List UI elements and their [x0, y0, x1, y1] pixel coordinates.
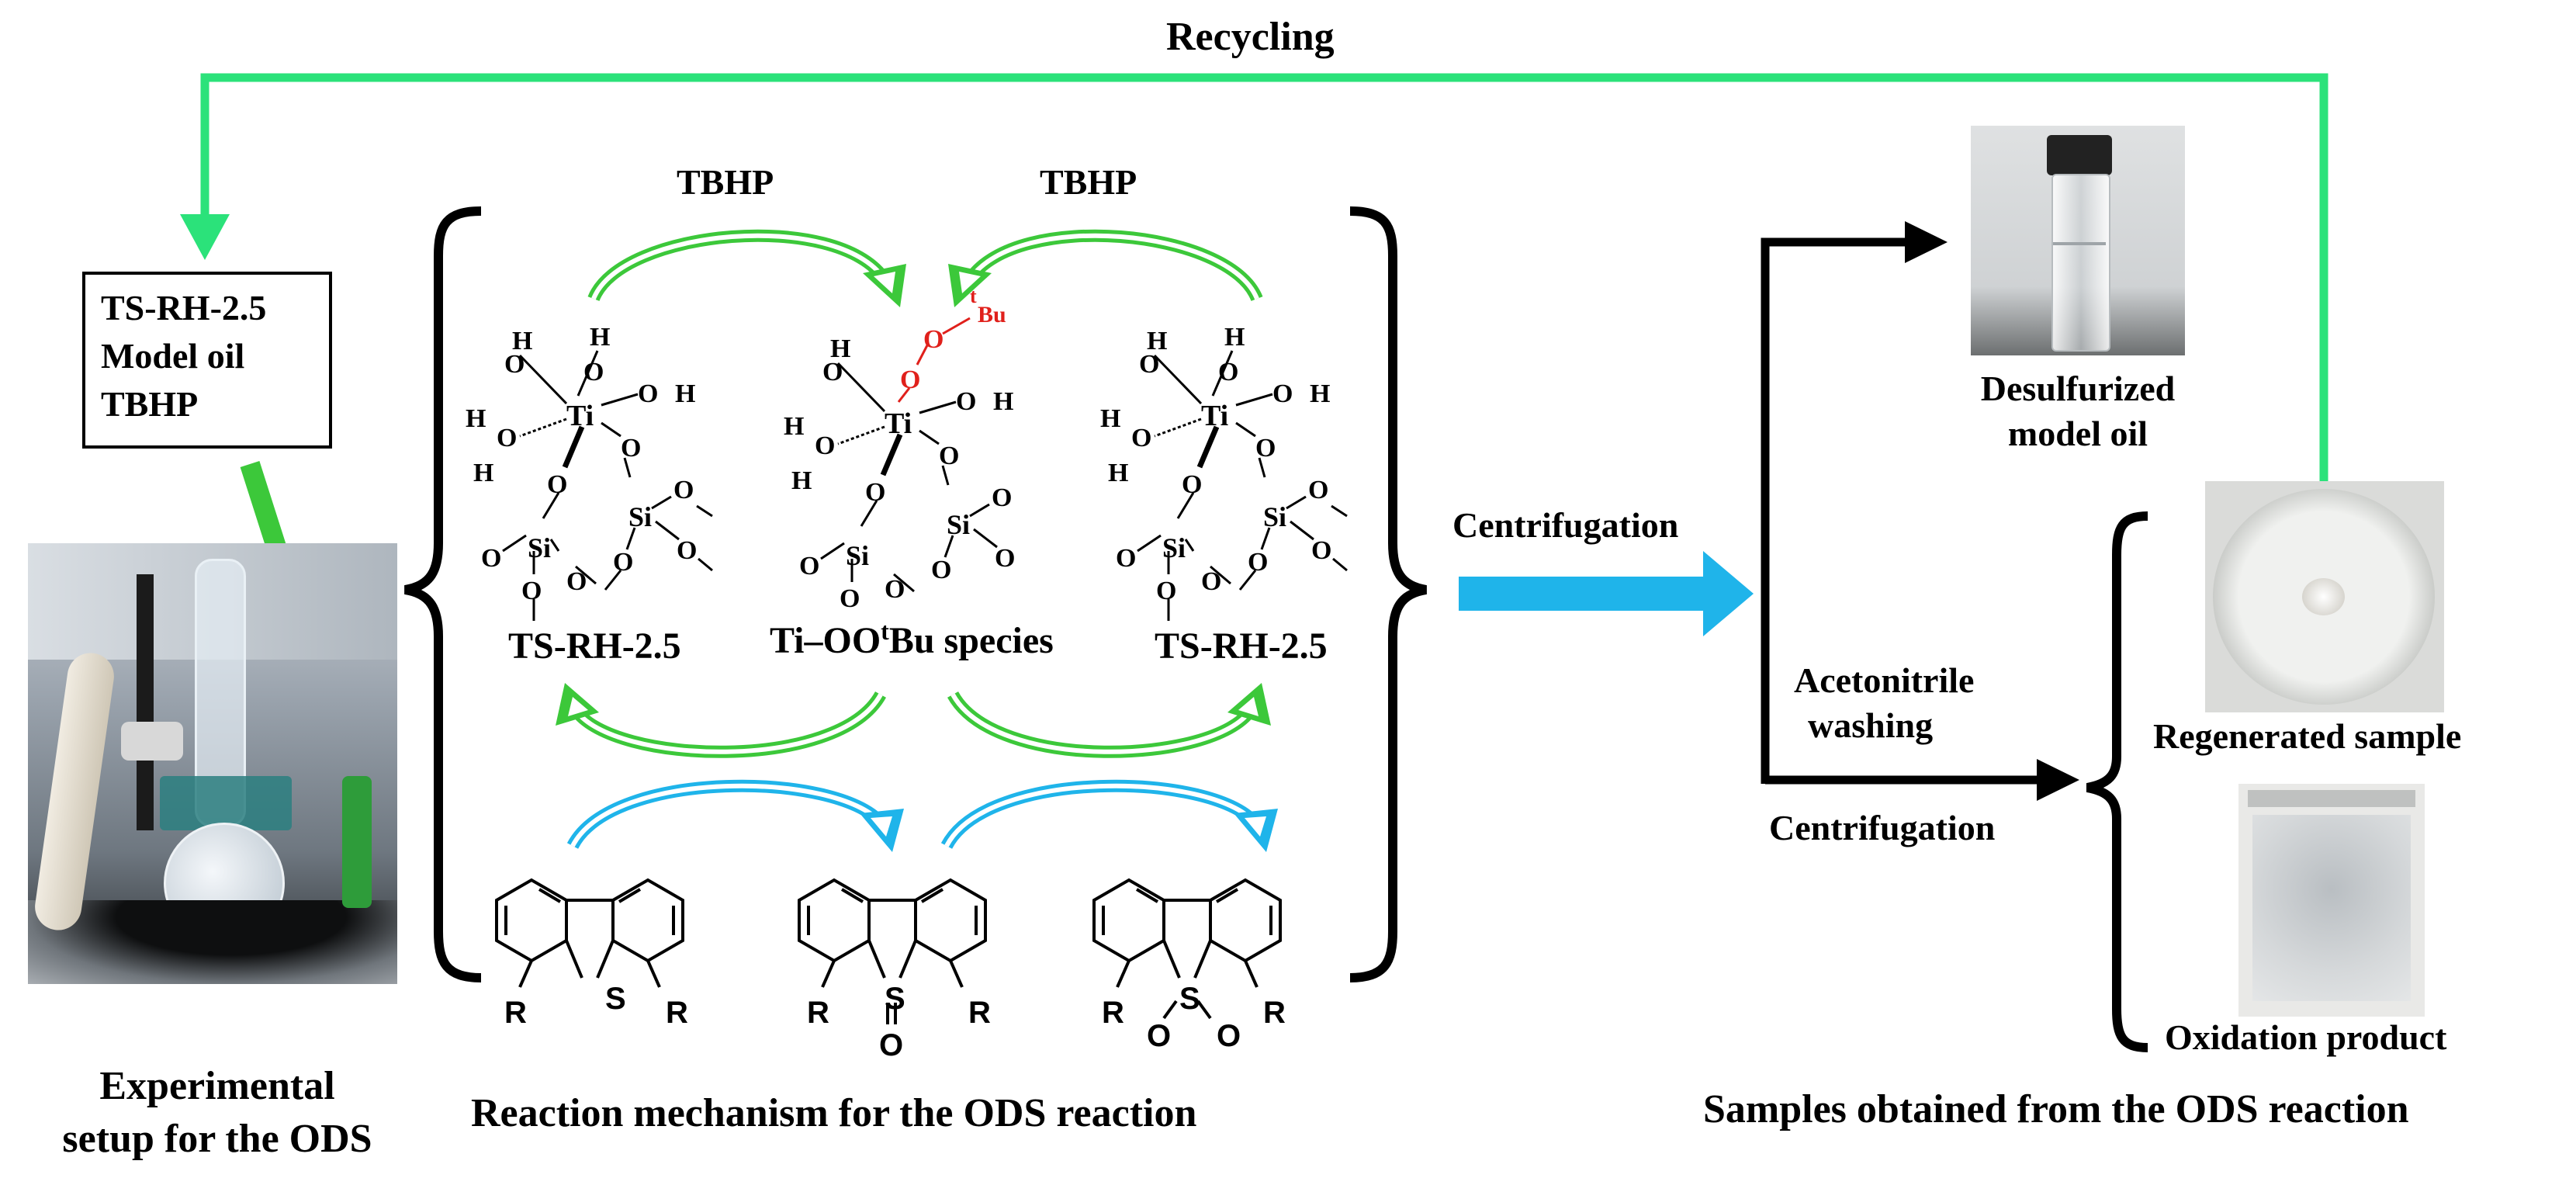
svg-text:O: O — [923, 325, 943, 354]
ti-ootbu-label-tail: Bu species — [888, 620, 1054, 661]
ti-ootbu-label: Ti–OOtBu species — [770, 617, 1054, 662]
centrifugation-arrow — [1459, 551, 1754, 636]
svg-text:O: O — [1217, 1019, 1241, 1053]
svg-text:Bu: Bu — [978, 302, 1006, 327]
caption-experimental-line-1: Experimental — [99, 1064, 335, 1108]
svg-text:R: R — [807, 996, 829, 1030]
svg-text:Si: Si — [846, 540, 869, 571]
ti-ootbu-molecule: H O O O t Bu O H H O H Ti O O Si O O O S… — [784, 285, 1015, 613]
feed-catalyst: TS-RH-2.5 — [101, 288, 267, 327]
feed-composition-box: TS-RH-2.5 Model oil TBHP — [82, 272, 332, 449]
recycling-label: Recycling — [1166, 15, 1335, 59]
svg-text:t: t — [970, 285, 977, 307]
svg-text:H: H — [791, 466, 812, 495]
svg-text:H: H — [993, 387, 1013, 416]
vial-photo — [1971, 126, 2185, 355]
caption-experimental-line-2: setup for the ODS — [62, 1117, 372, 1161]
dbt-sulfoxide-molecule — [798, 878, 987, 1024]
ts-rh-label-left: TS-RH-2.5 — [508, 625, 681, 667]
svg-text:O: O — [939, 442, 959, 470]
feed-model-oil: Model oil — [101, 336, 245, 376]
svg-text:O: O — [995, 544, 1015, 573]
svg-text:S: S — [1179, 982, 1200, 1016]
tbhp-arrow-right — [948, 229, 1263, 307]
dbt-molecule — [495, 878, 684, 988]
svg-text:O: O — [815, 431, 835, 460]
tbhp-label-left: TBHP — [677, 162, 774, 202]
svg-text:O: O — [1147, 1019, 1171, 1053]
oxidation-label: Oxidation product — [2165, 1017, 2447, 1057]
svg-text:R: R — [968, 996, 991, 1030]
svg-text:R: R — [1102, 996, 1124, 1030]
ts-rh-molecule-left — [466, 323, 712, 621]
blue-oxidation-arrow-1 — [566, 779, 904, 852]
samples-brace — [2086, 511, 2148, 1052]
svg-text:O: O — [865, 478, 885, 507]
desulfurized-line-2: model oil — [2007, 414, 2148, 453]
svg-text:O: O — [879, 1028, 903, 1062]
svg-text:O: O — [992, 483, 1012, 512]
blue-oxidation-arrow-2 — [940, 779, 1278, 852]
caption-samples: Samples obtained from the ODS reaction — [1703, 1087, 2409, 1131]
acetonitrile-line-2: washing — [1808, 705, 1934, 745]
petri-dish-photo — [2205, 481, 2444, 712]
caption-experimental: Experimental setup for the ODS — [31, 1060, 403, 1166]
svg-text:O: O — [956, 387, 976, 416]
green-return-arrow-right — [947, 683, 1271, 758]
sample-bag-photo — [2238, 784, 2425, 1017]
svg-text:S: S — [605, 982, 626, 1016]
mechanism-right-brace — [1349, 206, 1428, 982]
svg-text:Si: Si — [947, 509, 970, 540]
tbhp-arrow-left — [587, 229, 906, 307]
acetonitrile-line-1: Acetonitrile — [1794, 660, 1975, 700]
svg-text:Ti: Ti — [885, 407, 912, 440]
regenerated-label: Regenerated sample — [2153, 716, 2462, 756]
svg-text:R: R — [666, 996, 688, 1030]
svg-text:R: R — [504, 996, 527, 1030]
tbhp-label-right: TBHP — [1040, 162, 1137, 202]
centrifugation-label-1: Centrifugation — [1452, 505, 1679, 545]
svg-text:O: O — [822, 358, 843, 386]
svg-text:S: S — [885, 982, 905, 1016]
centrifugation-label-2: Centrifugation — [1769, 808, 1996, 847]
svg-text:O: O — [885, 575, 905, 604]
svg-text:O: O — [799, 552, 819, 580]
green-return-arrow-left — [556, 683, 887, 758]
svg-text:O: O — [931, 556, 951, 584]
desulfurized-line-1: Desulfurized — [1980, 369, 2176, 408]
reactor-photo — [28, 543, 397, 984]
desulfurized-label: Desulfurized model oil — [1961, 366, 2194, 456]
svg-text:O: O — [900, 366, 920, 394]
ti-ootbu-label-sup: t — [881, 617, 889, 645]
feed-tbhp: TBHP — [101, 384, 199, 424]
svg-text:R: R — [1263, 996, 1286, 1030]
recycling-arrow — [180, 73, 2328, 481]
svg-text:O: O — [840, 584, 860, 613]
svg-text:H: H — [784, 412, 804, 441]
svg-text:H: H — [830, 334, 850, 363]
ts-rh-label-right: TS-RH-2.5 — [1155, 625, 1328, 667]
acetonitrile-label: Acetonitrile washing — [1794, 658, 1974, 748]
dbt-sulfone-molecule — [1092, 878, 1282, 1020]
caption-mechanism: Reaction mechanism for the ODS reaction — [471, 1091, 1197, 1135]
separation-arrows — [1761, 221, 2079, 801]
ts-rh-molecule-right — [1100, 323, 1347, 621]
mechanism-left-brace — [403, 206, 482, 982]
ti-ootbu-label-main: Ti–OO — [770, 620, 881, 661]
